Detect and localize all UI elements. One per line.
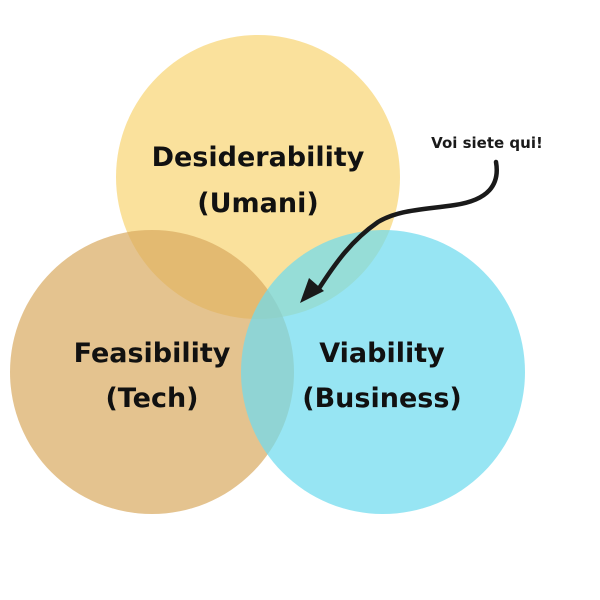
arrow-head-icon <box>300 278 324 303</box>
feasibility-label: Feasibility <box>74 338 231 369</box>
viability-circle <box>241 230 525 514</box>
you-are-here-label: Voi siete qui! <box>431 134 543 152</box>
feasibility-sublabel: (Tech) <box>105 383 198 414</box>
desiderability-sublabel: (Umani) <box>197 188 318 219</box>
viability-label: Viability <box>319 338 445 369</box>
desiderability-label: Desiderability <box>152 142 365 173</box>
feasibility-circle <box>10 230 294 514</box>
viability-sublabel: (Business) <box>302 383 461 414</box>
curved-arrow-line <box>315 159 499 293</box>
